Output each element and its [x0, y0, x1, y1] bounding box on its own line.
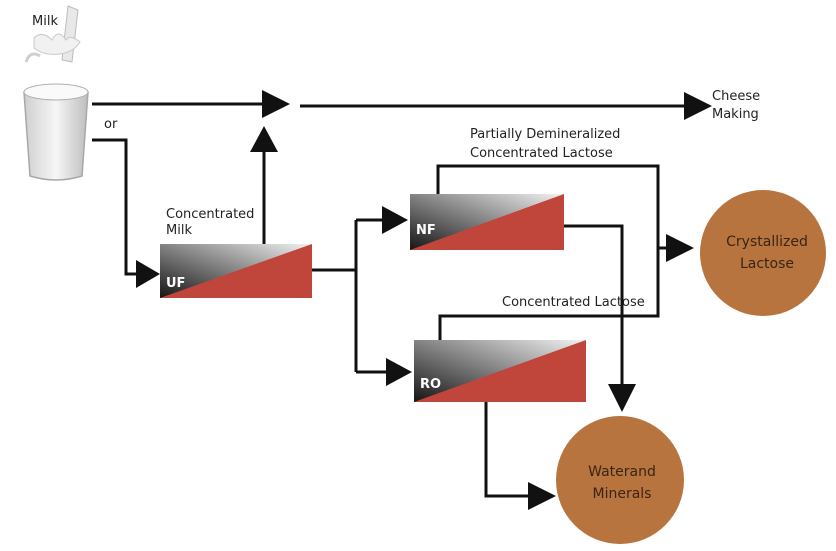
line-ro-to-water	[484, 402, 530, 498]
uf-unit: UF	[160, 244, 312, 298]
partially-demineralized-label-line1: Partially Demineralized	[470, 127, 620, 142]
crystallized-label-line2: Lactose	[740, 256, 794, 272]
uf-label: UF	[166, 276, 185, 291]
concentrated-milk-label-line1: Concentrated	[166, 207, 254, 222]
milk-glass-icon	[23, 5, 89, 181]
water-minerals-node: Waterand Minerals	[556, 416, 684, 544]
arrowhead-ro-input	[386, 358, 412, 386]
arrowhead-water-from-nf	[608, 384, 636, 412]
ro-label: RO	[420, 377, 441, 392]
nf-label: NF	[416, 223, 436, 238]
arrowhead-concentrated-milk	[250, 126, 278, 152]
line-nf-to-crystallized	[436, 164, 668, 250]
milk-label: Milk	[32, 14, 58, 29]
water-label-line1: Waterand	[588, 464, 656, 480]
arrowhead-cheese-making	[684, 92, 712, 120]
arrowhead-nf-input	[382, 206, 408, 234]
arrowhead-milk-junction	[262, 90, 290, 118]
concentrated-milk-label-line2: Milk	[166, 223, 192, 238]
line-ro-to-crystallized	[438, 248, 660, 340]
arrowhead-crystallized-input	[666, 234, 694, 262]
crystallized-lactose-node: Crystallized Lactose	[700, 190, 826, 316]
partially-demineralized-label-line2: Concentrated Lactose	[470, 146, 613, 161]
cheese-making-label-line1: Cheese	[712, 89, 760, 104]
nf-unit: NF	[410, 194, 564, 250]
cheese-making-label-line2: Making	[712, 107, 759, 122]
line-milk-to-uf	[92, 138, 138, 276]
ro-unit: RO	[414, 340, 586, 402]
arrowhead-uf-input	[136, 260, 160, 288]
line-nf-to-water	[564, 224, 624, 384]
crystallized-label-line1: Crystallized	[726, 234, 808, 250]
concentrated-lactose-label: Concentrated Lactose	[502, 295, 645, 310]
flow-lines	[92, 90, 712, 510]
water-label-line2: Minerals	[593, 486, 652, 502]
arrowhead-water-from-ro	[528, 482, 556, 510]
or-label: or	[104, 117, 118, 132]
